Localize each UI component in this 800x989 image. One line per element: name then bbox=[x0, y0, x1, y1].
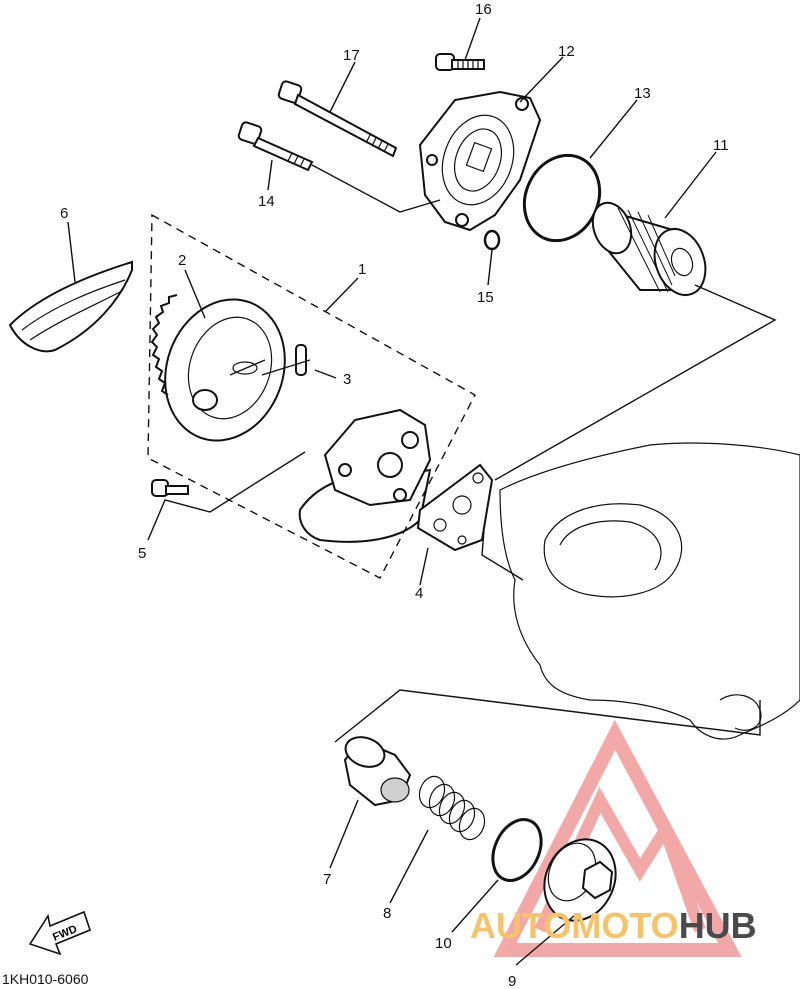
callout-16: 16 bbox=[475, 1, 492, 18]
bolt-16 bbox=[435, 53, 485, 71]
watermark-hub: HUB bbox=[679, 905, 757, 946]
pin bbox=[295, 344, 307, 376]
assembly-outline bbox=[147, 213, 476, 579]
callout-15: 15 bbox=[477, 289, 494, 306]
oil-filter-cover bbox=[418, 90, 542, 232]
strainer-cover bbox=[8, 260, 133, 353]
o-ring-valve bbox=[491, 818, 543, 882]
callout-3: 3 bbox=[343, 371, 351, 388]
watermark-text: AUTOMOTOHUB bbox=[470, 905, 757, 946]
fwd-arrow: FWD bbox=[28, 910, 91, 956]
callout-4: 4 bbox=[415, 585, 423, 602]
callout-8: 8 bbox=[383, 905, 391, 922]
bolt-5 bbox=[151, 479, 189, 497]
oil-filter-element bbox=[591, 201, 707, 296]
watermark-auto: AUTO bbox=[470, 905, 571, 946]
o-ring-small bbox=[483, 229, 501, 251]
oil-pump-body bbox=[298, 408, 432, 543]
relief-valve bbox=[343, 736, 412, 807]
callouts: 16 12 17 13 11 14 6 2 1 15 3 5 4 7 8 10 … bbox=[60, 1, 729, 989]
crankcase-outline bbox=[499, 442, 800, 740]
callout-7: 7 bbox=[323, 871, 331, 888]
callout-11: 11 bbox=[713, 137, 729, 154]
callout-13: 13 bbox=[634, 85, 651, 102]
gasket bbox=[416, 463, 494, 552]
bolt-14 bbox=[237, 121, 314, 172]
bolt-17-long bbox=[277, 80, 398, 158]
callout-1: 1 bbox=[358, 261, 366, 278]
drain-plug bbox=[543, 838, 617, 922]
callout-17: 17 bbox=[343, 47, 360, 64]
callout-2: 2 bbox=[178, 252, 186, 269]
callout-6: 6 bbox=[60, 205, 68, 222]
watermark-moto: MOTO bbox=[571, 905, 678, 946]
callout-10: 10 bbox=[435, 935, 452, 952]
oil-pump-gear bbox=[150, 294, 286, 442]
svg-text:AUTOMOTOHUB: AUTOMOTOHUB bbox=[470, 905, 757, 946]
callout-5: 5 bbox=[138, 545, 146, 562]
callout-12: 12 bbox=[558, 43, 575, 60]
diagram-code: 1KH010-6060 bbox=[2, 971, 89, 987]
callout-9: 9 bbox=[508, 973, 516, 989]
callout-14: 14 bbox=[258, 193, 275, 210]
leader-lines bbox=[67, 17, 777, 966]
spring bbox=[418, 775, 486, 841]
